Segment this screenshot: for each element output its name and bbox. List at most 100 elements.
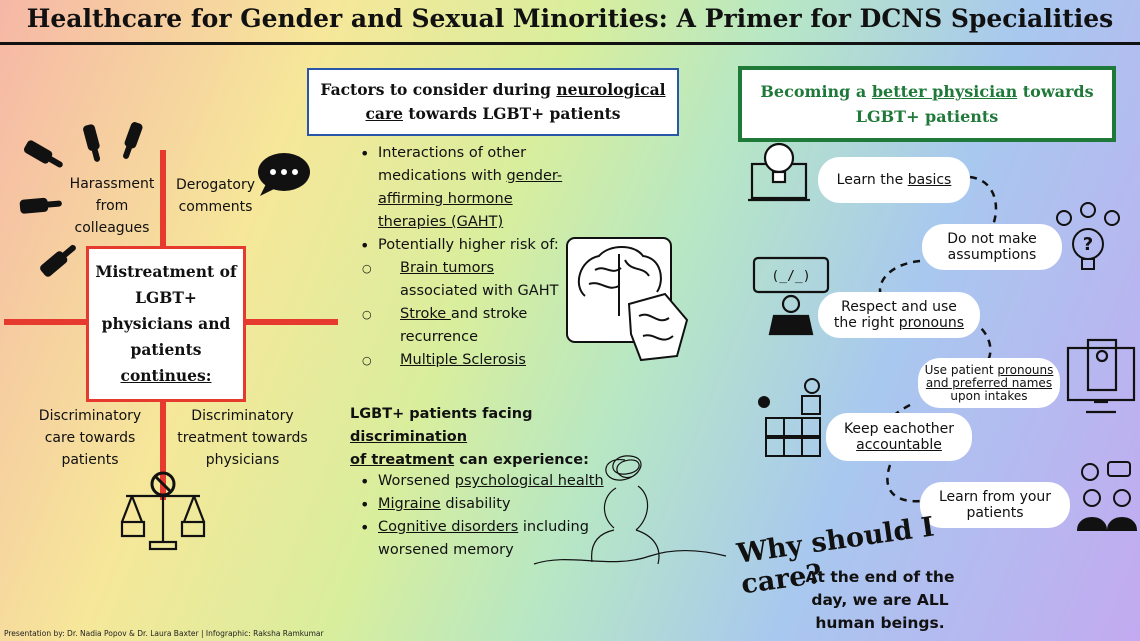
step-learn-basics: Learn the basics <box>818 157 970 203</box>
text: Brain tumors <box>400 260 495 276</box>
text: towards <box>1017 82 1094 101</box>
pill-line: Keep eachother <box>843 421 955 437</box>
pill-line: Use patient pronouns <box>918 362 1060 377</box>
disc-care-label: Discriminatory care towards patients <box>30 405 150 471</box>
text: Learn the <box>836 172 908 188</box>
text: gender- <box>506 168 563 184</box>
scales-icon <box>120 471 206 551</box>
factor-item: Potentially higher risk of: <box>350 234 590 257</box>
text: the right <box>833 315 899 331</box>
boxes-climb-icon <box>758 378 821 457</box>
step-respect-pronouns: Respect and use the right pronouns <box>818 292 980 338</box>
header-line: Factors to consider during neurological <box>309 78 677 102</box>
text: associated with GAHT <box>400 283 559 299</box>
factor-item: Interactions of other medications with g… <box>350 142 590 234</box>
heading-line: LGBT+ patients facing discrimination <box>350 403 640 449</box>
center-line: physicians and <box>101 314 231 333</box>
conclusion-text: At the end of the day, we are ALL human … <box>780 566 980 635</box>
label-line: Discriminatory <box>191 408 294 424</box>
question-bulb-icon: ? <box>1056 202 1120 270</box>
text: Becoming a <box>760 82 872 101</box>
brain-icon <box>566 237 689 362</box>
mistreatment-box: Mistreatment of LGBT+ physicians and pat… <box>86 246 246 402</box>
text: of treatment <box>350 452 455 468</box>
risk-item: Multiple Sclerosis <box>350 349 590 372</box>
text: Potentially higher risk of: <box>378 237 559 253</box>
lightbulb-icon <box>748 142 810 202</box>
text: Cognitive disorders <box>378 519 519 535</box>
text: Worsened <box>378 473 455 489</box>
effect-item: Migraine disability <box>350 493 610 516</box>
step-accountable: Keep eachother accountable <box>826 413 972 461</box>
svg-text:?: ? <box>1083 234 1093 255</box>
discrimination-heading: LGBT+ patients facing discrimination of … <box>350 403 640 472</box>
pill-line: and preferred names <box>925 375 1053 390</box>
header-line: care towards LGBT+ patients <box>309 102 677 126</box>
text: pronouns <box>997 362 1054 377</box>
text: neurological <box>556 80 666 99</box>
risk-item: Brain tumors associated with GAHT <box>350 257 590 303</box>
label-line: Derogatory <box>176 177 255 193</box>
pill-line: Do not make <box>947 231 1037 247</box>
page-title: Healthcare for Gender and Sexual Minorit… <box>0 0 1140 45</box>
text: Use patient <box>924 362 998 377</box>
harassment-label: Harassment from colleagues <box>62 173 162 239</box>
text: better physician <box>871 82 1018 101</box>
center-line: patients <box>130 340 202 359</box>
code-person-icon: (_/_) <box>752 256 830 336</box>
text: disability <box>440 496 511 512</box>
text: therapies (GAHT) <box>378 214 504 230</box>
label-line: patients <box>61 452 119 468</box>
center-line: continues: <box>120 366 212 385</box>
text: affirming hormone <box>378 191 513 207</box>
label-line: comments <box>178 199 253 215</box>
text: and stroke <box>450 306 528 322</box>
conclusion-line: At the end of the <box>805 568 955 586</box>
pill-line: Respect and use <box>841 299 957 315</box>
pill-line: the right pronouns <box>818 315 980 331</box>
step-learn-patients: Learn from your patients <box>920 482 1070 528</box>
pill-line: assumptions <box>947 247 1037 263</box>
text: Multiple Sclerosis <box>400 352 526 368</box>
step-no-assumptions: Do not make assumptions <box>922 224 1062 270</box>
label-line: Harassment <box>69 176 155 192</box>
better-header-box: Becoming a better physician towards LGBT… <box>738 66 1116 142</box>
text: towards LGBT+ patients <box>403 104 621 123</box>
label-line: from <box>95 198 129 214</box>
dashed-path <box>869 175 998 503</box>
effect-item: Worsened psychological health <box>350 470 610 493</box>
factors-header-box: Factors to consider during neurological … <box>307 68 679 136</box>
heading-line: of treatment can experience: <box>350 449 640 472</box>
pill-line: Learn the basics <box>818 172 970 188</box>
text: worsened memory <box>378 542 514 558</box>
text: LGBT+ patients facing <box>350 406 533 422</box>
text: including <box>518 519 589 535</box>
conclusion-line: day, we are ALL <box>811 591 949 609</box>
factors-list: Interactions of other medications with g… <box>350 142 590 257</box>
text: basics <box>907 172 952 188</box>
text: Migraine <box>378 496 441 512</box>
medical-monitor-icon <box>1066 338 1136 414</box>
text: Interactions of other <box>378 145 527 161</box>
footer-credits: Presentation by: Dr. Nadia Popov & Dr. L… <box>4 629 324 638</box>
pill-line: Learn from your <box>938 489 1052 505</box>
text: Stroke <box>400 306 451 322</box>
effects-list: Worsened psychological health Migraine d… <box>350 470 610 562</box>
center-line: Mistreatment of <box>95 262 237 281</box>
pill-line: upon intakes <box>950 388 1028 403</box>
label-line: physicians <box>205 452 280 468</box>
center-line: LGBT+ <box>135 288 197 307</box>
derogatory-label: Derogatory comments <box>168 174 263 218</box>
text: can experience: <box>454 452 589 468</box>
conclusion-line: human beings. <box>815 614 945 632</box>
team-meeting-icon <box>1076 461 1138 531</box>
text: pronouns <box>898 315 965 331</box>
pill-line: accountable <box>856 437 942 453</box>
pill-line: patients <box>966 505 1024 521</box>
label-line: treatment towards <box>177 430 308 446</box>
speech-bubble-icon <box>258 153 310 196</box>
label-line: colleagues <box>74 220 150 236</box>
text: recurrence <box>400 329 479 345</box>
risk-item: Stroke and stroke recurrence <box>350 303 590 349</box>
